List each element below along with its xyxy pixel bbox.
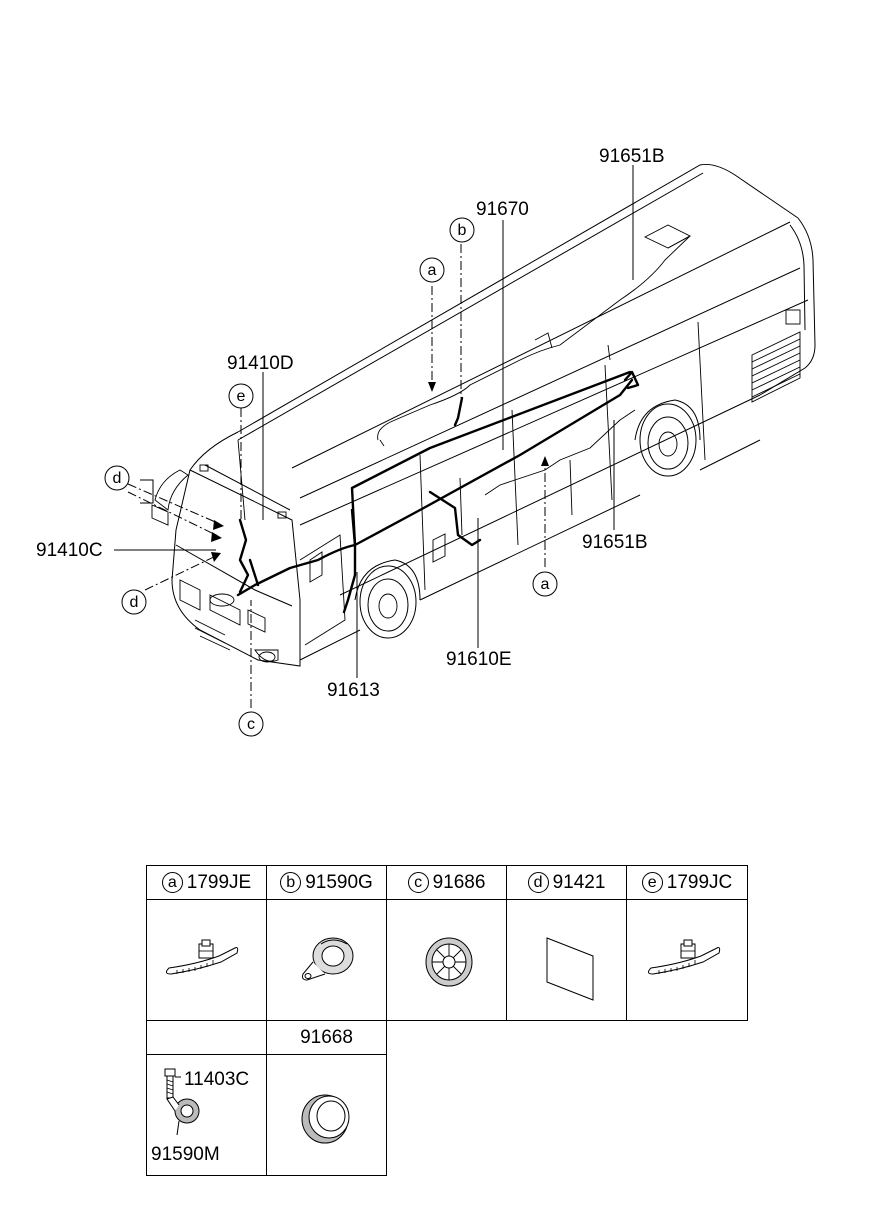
bus-wiring-diagram: 91651B 91670 91410D 91410C 91651B 91610E… bbox=[36, 146, 816, 737]
part-11403C: 11403C bbox=[184, 1069, 250, 1090]
badge-b: b bbox=[280, 872, 302, 893]
wiring-harnesses bbox=[236, 235, 691, 614]
cell-header-e: e 1799JC bbox=[626, 865, 748, 900]
label-91613: 91613 bbox=[327, 680, 380, 701]
svg-text:c: c bbox=[247, 716, 255, 733]
svg-text:e: e bbox=[237, 388, 246, 405]
badge-a: a bbox=[161, 872, 183, 893]
bus-body-outline bbox=[151, 164, 816, 667]
p-clamp-icon bbox=[302, 937, 354, 981]
cell-header-a: a 1799JE bbox=[146, 865, 267, 900]
bolt-and-clamp-icon bbox=[164, 1068, 200, 1136]
svg-text:d: d bbox=[113, 470, 122, 487]
marker-c: c bbox=[238, 711, 264, 737]
part-91668: 91668 bbox=[300, 1027, 353, 1048]
label-91670: 91670 bbox=[476, 199, 529, 220]
label-91651B-side: 91651B bbox=[582, 532, 648, 553]
part-91590G: 91590G bbox=[305, 872, 373, 893]
callout-labels: 91651B 91670 91410D 91410C 91651B 91610E… bbox=[36, 146, 665, 701]
cell-image-91421 bbox=[506, 899, 627, 1021]
parts-table: a 1799JE b 91590G c 91686 d 91421 e 1799… bbox=[146, 865, 748, 1176]
badge-d: d bbox=[527, 872, 549, 893]
cable-tie-icon bbox=[165, 939, 239, 975]
cell-image-11403C-91590M: 11403C 91590M bbox=[146, 1054, 267, 1176]
part-91686: 91686 bbox=[432, 872, 486, 893]
svg-text:b: b bbox=[458, 222, 467, 239]
svg-text:a: a bbox=[428, 262, 437, 279]
label-91610E: 91610E bbox=[446, 649, 512, 670]
marker-d-bottom: d bbox=[121, 589, 147, 615]
marker-a-bottom: a bbox=[532, 571, 558, 597]
marker-d-top: d bbox=[104, 465, 130, 491]
badge-c: c bbox=[407, 872, 429, 893]
leader-lines bbox=[114, 165, 634, 708]
badge-e: e bbox=[641, 872, 663, 893]
marker-a-top: a bbox=[419, 257, 445, 283]
seal-ring-icon bbox=[301, 1094, 350, 1144]
label-91410D: 91410D bbox=[227, 353, 294, 374]
part-1799JC: 1799JC bbox=[666, 872, 733, 893]
grommet-icon bbox=[425, 937, 473, 987]
cell-image-1799JE bbox=[146, 899, 267, 1021]
marker-e: e bbox=[228, 383, 254, 409]
label-91410C: 91410C bbox=[36, 540, 103, 561]
part-1799JE: 1799JE bbox=[186, 872, 252, 893]
cell-image-91590G bbox=[266, 899, 387, 1021]
cell-header-c: c 91686 bbox=[386, 865, 507, 900]
cell-header-91668: 91668 bbox=[266, 1020, 387, 1055]
part-91590M: 91590M bbox=[151, 1144, 220, 1165]
cell-header-d: d 91421 bbox=[506, 865, 627, 900]
svg-text:a: a bbox=[541, 576, 550, 593]
label-91651B-roof: 91651B bbox=[599, 146, 665, 167]
cell-image-91668 bbox=[266, 1054, 387, 1176]
cell-image-1799JC bbox=[626, 899, 748, 1021]
part-91421: 91421 bbox=[552, 872, 606, 893]
marker-b: b bbox=[449, 217, 475, 243]
cable-tie-icon bbox=[647, 939, 721, 975]
svg-text:d: d bbox=[130, 594, 139, 611]
cell-header-b: b 91590G bbox=[266, 865, 387, 900]
label-sheet-icon bbox=[546, 937, 594, 1001]
cell-image-91686 bbox=[386, 899, 507, 1021]
cell-header-blank bbox=[146, 1020, 267, 1055]
circled-markers: a b e d d a c bbox=[104, 217, 558, 737]
